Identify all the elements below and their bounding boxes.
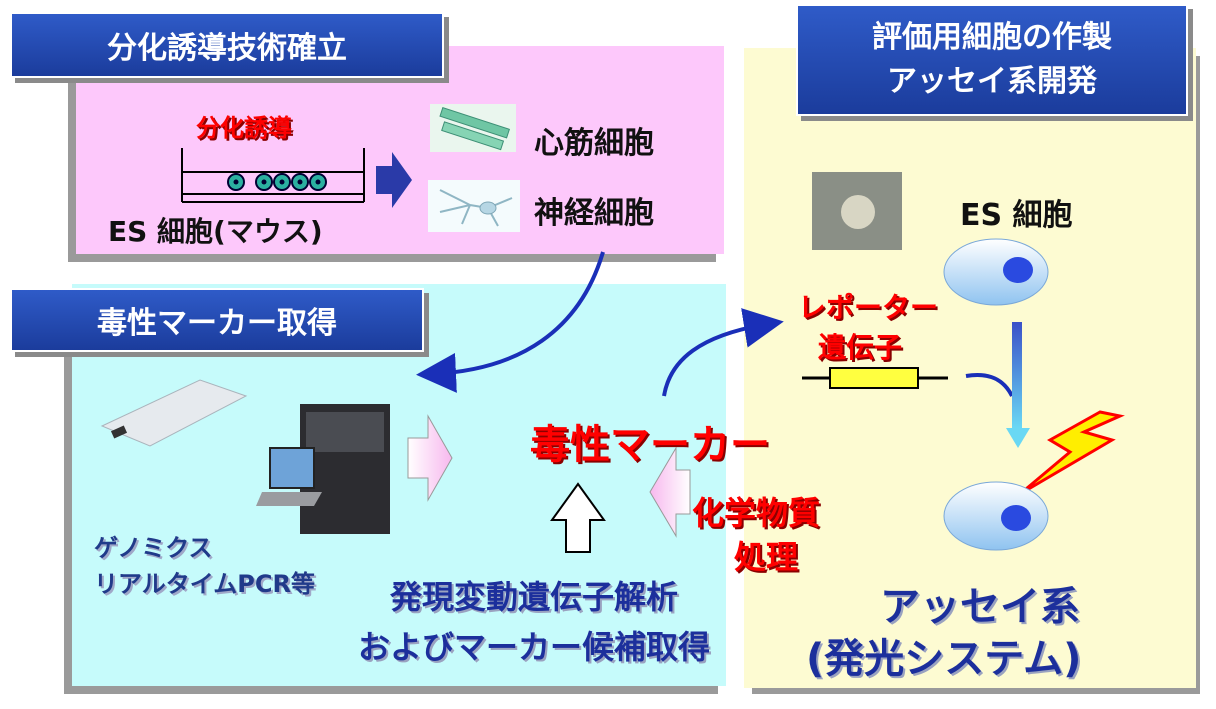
pink-arrow-right bbox=[407, 414, 453, 502]
differentiation-title: 分化誘導技術確立 bbox=[10, 12, 444, 78]
assay-system-line1: アッセイ系 bbox=[880, 584, 1080, 630]
assay-title-line1: 評価用細胞の作製 bbox=[872, 20, 1112, 55]
lightning-icon bbox=[1019, 410, 1125, 496]
analysis-line1: 発現変動遺伝子解析 bbox=[390, 578, 679, 616]
analysis-line2: およびマーカー候補取得 bbox=[358, 628, 711, 666]
assay-title-line2: アッセイ系開発 bbox=[887, 64, 1097, 99]
es-cell-photo bbox=[812, 172, 902, 250]
chemical-line1: 化学物質 bbox=[692, 494, 821, 532]
toxicity-marker-label: 毒性マーカー bbox=[530, 422, 770, 468]
microarray-slide-image bbox=[100, 379, 248, 447]
cardiomyocyte-label: 心筋細胞 bbox=[534, 126, 654, 161]
differentiation-panel bbox=[76, 46, 724, 254]
genomics-line2: リアルタイムPCR等 bbox=[94, 570, 315, 598]
culture-dish bbox=[181, 148, 365, 203]
reporter-gene bbox=[802, 367, 948, 389]
curved-arrow-to-marker bbox=[416, 251, 605, 393]
es-cell-bottom bbox=[943, 481, 1049, 551]
assay-system-line2: (発光システム) bbox=[806, 636, 1082, 682]
curved-arrow-to-reporter bbox=[662, 308, 784, 397]
cardiomyocyte-image bbox=[430, 104, 516, 152]
pink-arrow-left bbox=[649, 446, 691, 538]
es-cell-top bbox=[943, 238, 1049, 306]
marker-acquisition-title-text: 毒性マーカー取得 bbox=[97, 306, 337, 341]
marker-acquisition-title: 毒性マーカー取得 bbox=[10, 288, 424, 352]
genomics-line1: ゲノミクス bbox=[94, 534, 213, 562]
induction-arrow bbox=[376, 152, 412, 208]
neuron-image bbox=[428, 180, 520, 232]
pcr-machine-image bbox=[256, 404, 390, 534]
es-cell-label: ES 細胞 bbox=[960, 198, 1073, 233]
es-mouse-label: ES 細胞(マウス) bbox=[108, 215, 323, 248]
assay-panel bbox=[744, 48, 1196, 688]
chemical-line2: 処理 bbox=[734, 538, 799, 576]
reporter-line1: レポーター bbox=[798, 291, 939, 324]
differentiation-title-text: 分化誘導技術確立 bbox=[107, 31, 347, 66]
down-arrow bbox=[1006, 322, 1030, 448]
assay-title: 評価用細胞の作製 アッセイ系開発 bbox=[796, 4, 1188, 116]
neuron-label: 神経細胞 bbox=[534, 196, 654, 231]
reporter-line2: 遺伝子 bbox=[818, 331, 903, 364]
up-arrow bbox=[550, 482, 606, 553]
induction-label: 分化誘導 bbox=[196, 114, 292, 142]
